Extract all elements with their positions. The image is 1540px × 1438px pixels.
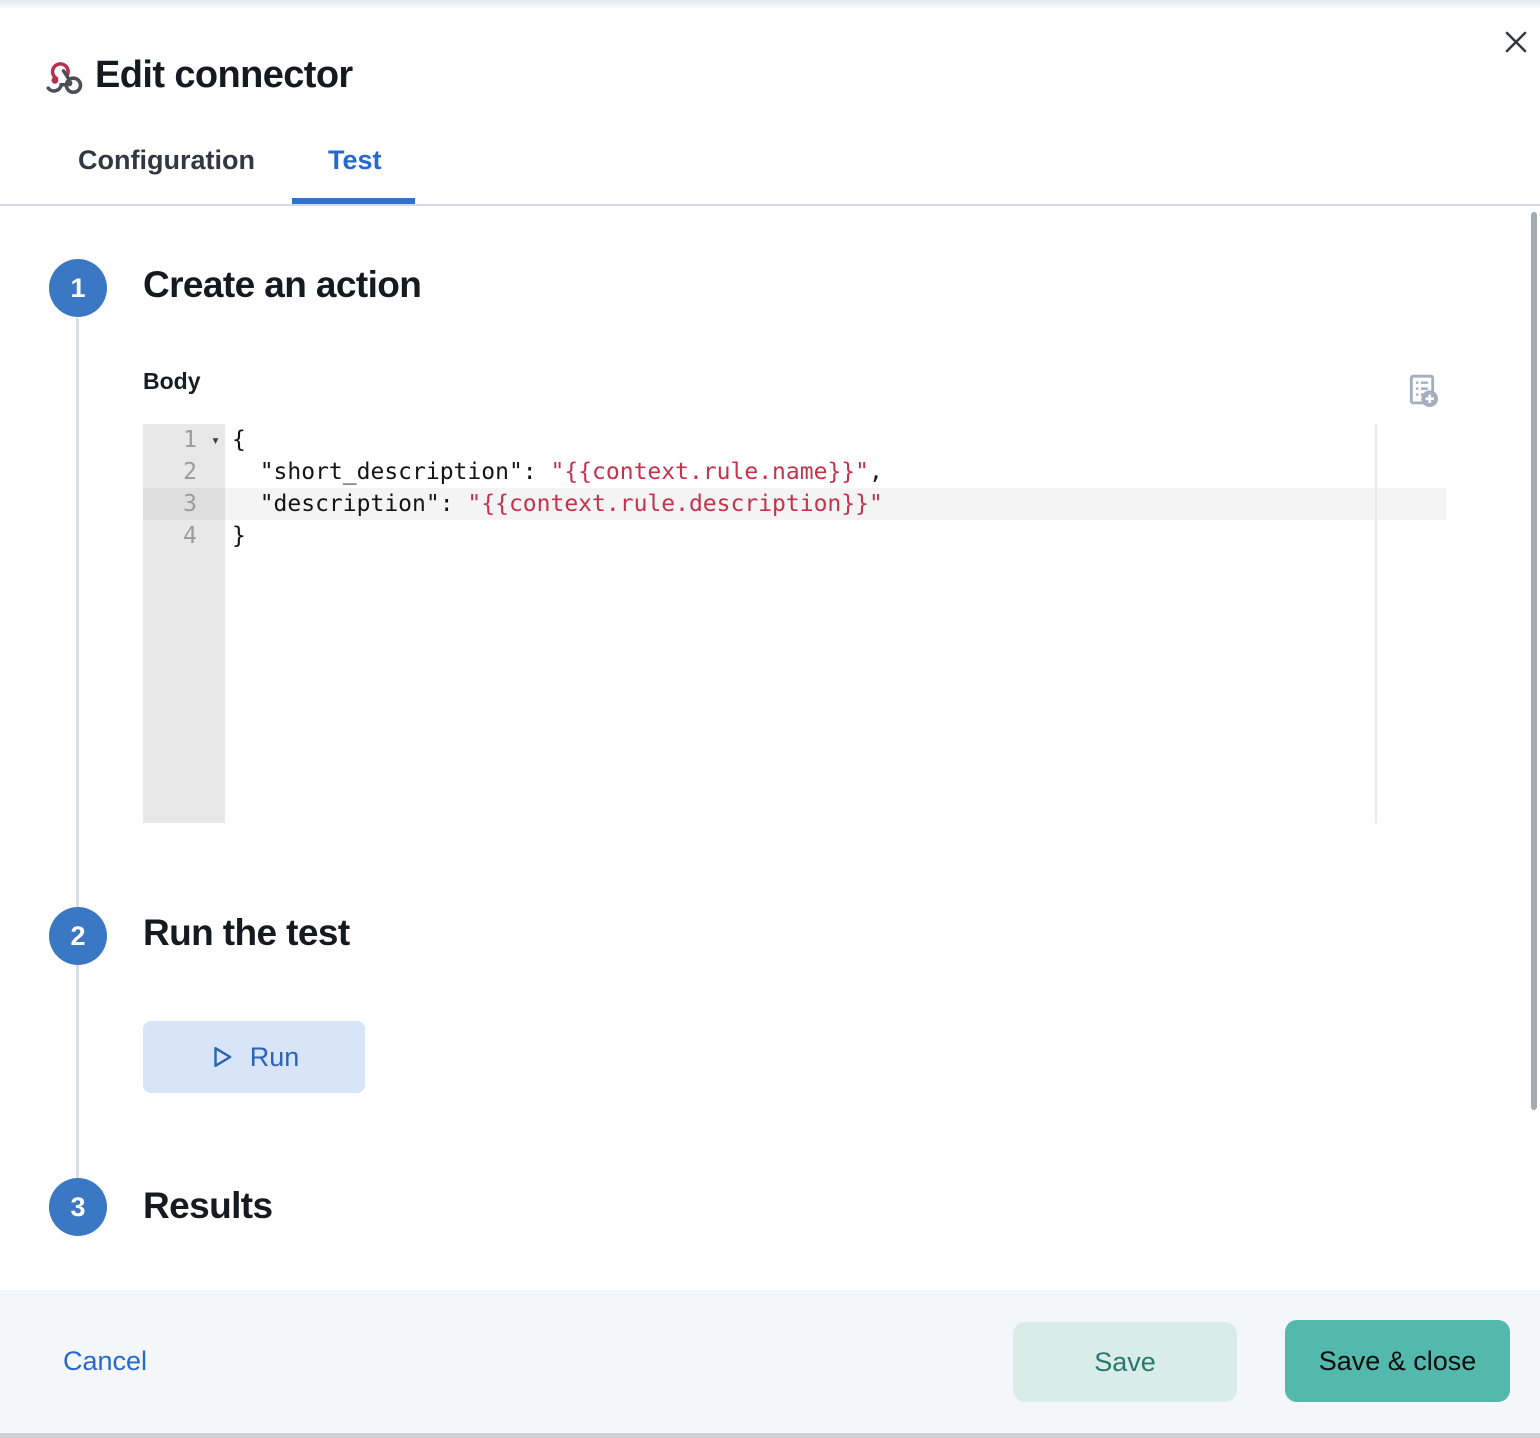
step-3-number: 3 (49, 1178, 107, 1236)
step-1-title: Create an action (143, 264, 422, 305)
bottom-edge-line (0, 1433, 1540, 1438)
close-icon (1505, 31, 1527, 53)
tabs-bottom-border (0, 204, 1540, 206)
step-2-number: 2 (49, 907, 107, 965)
gutter-line-number: 1▾ (143, 424, 225, 456)
save-button[interactable]: Save (1013, 1322, 1237, 1402)
save-and-close-button[interactable]: Save & close (1285, 1320, 1510, 1402)
code-line: "description": "{{context.rule.descripti… (232, 491, 883, 517)
gutter-line-number: 4 (183, 523, 197, 549)
code-line: "short_description": "{{context.rule.nam… (232, 459, 883, 485)
active-tab-underline (292, 198, 415, 204)
cancel-button[interactable]: Cancel (63, 1346, 148, 1376)
vertical-scrollbar-thumb[interactable] (1531, 212, 1537, 1110)
body-field-label: Body (143, 368, 201, 394)
code-content[interactable]: { "short_description": "{{context.rule.n… (232, 424, 883, 552)
run-button[interactable]: Run (143, 1021, 365, 1093)
step-2-title: Run the test (143, 912, 350, 953)
gutter-line-number: 3 (143, 488, 225, 520)
add-variable-icon (1409, 374, 1439, 408)
flyout-top-shadow (0, 0, 1540, 10)
fold-arrow-icon[interactable]: ▾ (210, 431, 220, 449)
add-variable-button[interactable] (1402, 372, 1442, 412)
flyout-footer (0, 1290, 1540, 1438)
gutter-line-number: 2 (183, 459, 197, 485)
tab-test[interactable]: Test (328, 145, 382, 175)
editor-gutter: 1▾ 2 3 4 (143, 424, 225, 823)
run-button-label: Run (249, 1041, 300, 1072)
step-3-title: Results (143, 1185, 273, 1226)
body-code-editor[interactable]: 1▾ 2 3 4 { "short_description": "{{conte… (143, 424, 1446, 823)
webhook-icon (44, 58, 84, 96)
play-icon (214, 1047, 232, 1067)
close-button[interactable] (1494, 20, 1538, 64)
step-connector-line (76, 318, 79, 1180)
flyout-title: Edit connector (95, 54, 353, 96)
code-line: { (232, 427, 246, 453)
tab-configuration[interactable]: Configuration (78, 145, 255, 175)
active-line-highlight (225, 488, 1446, 520)
editor-print-margin (1375, 424, 1377, 823)
code-line: } (232, 523, 246, 549)
step-1-number: 1 (49, 259, 107, 317)
